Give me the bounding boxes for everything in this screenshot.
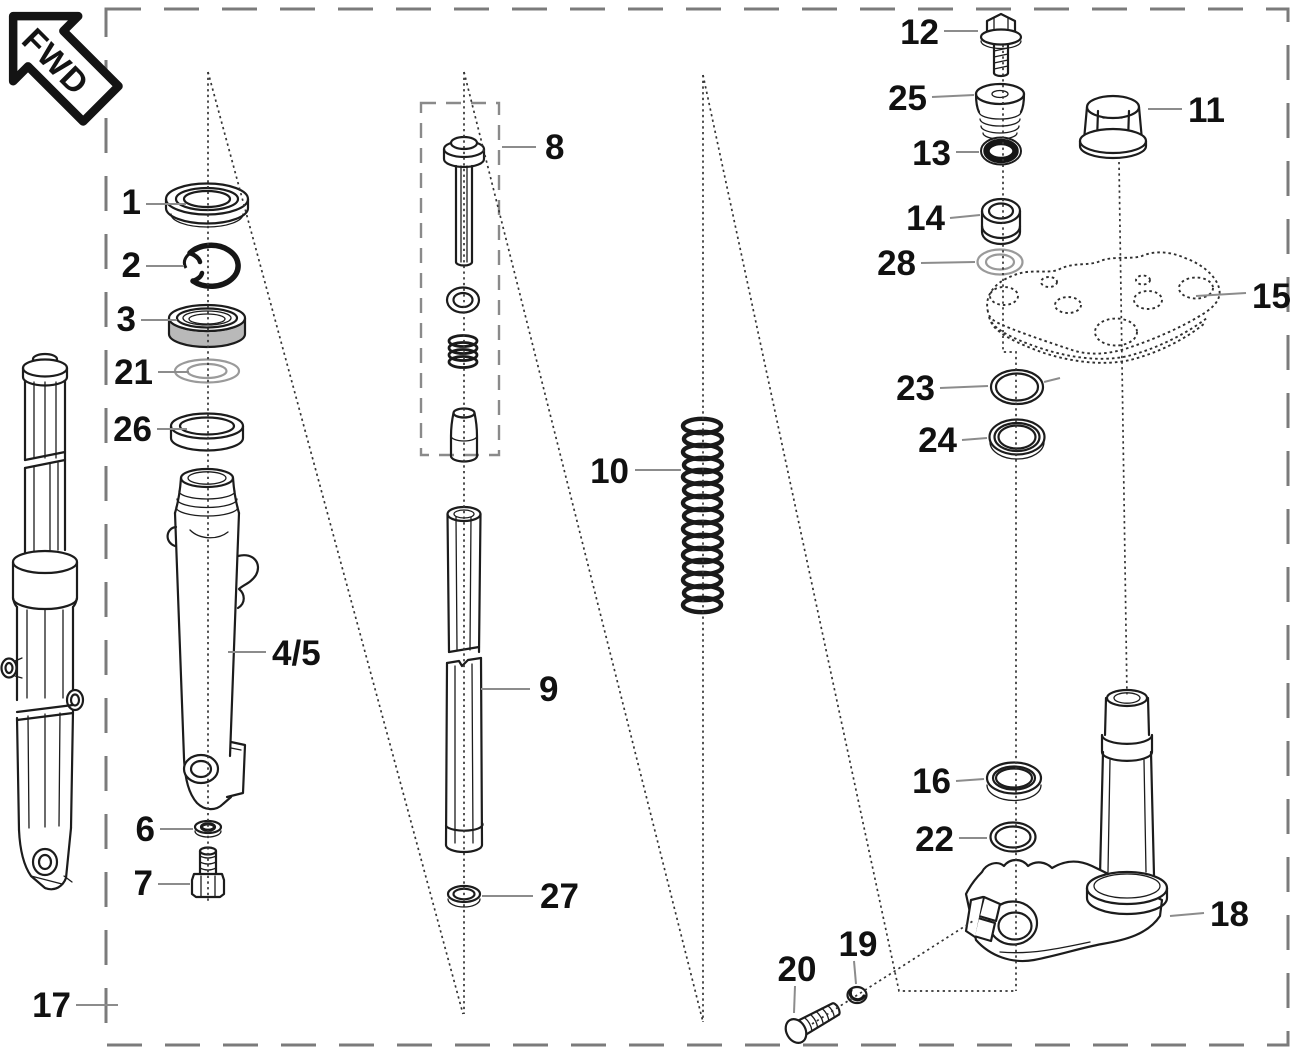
callout-label-13: 13	[912, 134, 951, 173]
callout-label-4-5: 4/5	[272, 634, 321, 673]
part-11-cap-nut	[1078, 94, 1148, 160]
callout-label-10: 10	[590, 452, 629, 491]
callout-13: 13	[912, 134, 979, 173]
assembled-fork-illustration	[0, 352, 85, 891]
callout-1: 1	[122, 183, 186, 222]
part-24-ring	[988, 418, 1046, 460]
callout-2: 2	[122, 246, 184, 285]
part-2-snap-ring	[182, 242, 241, 290]
callout-19: 19	[839, 925, 878, 985]
callout-label-15: 15	[1252, 277, 1291, 316]
callout-label-27: 27	[540, 877, 579, 916]
callout-7: 7	[134, 864, 190, 903]
callouts: 1 2 3 21 26 4/5 6 7 8 9 27 10 12 25 13 1…	[32, 13, 1291, 1025]
callout-label-22: 22	[915, 820, 954, 859]
callout-12: 12	[900, 13, 978, 52]
callout-label-24: 24	[918, 421, 957, 460]
callout-23: 23	[896, 369, 1061, 408]
callout-3: 3	[117, 300, 177, 339]
callout-label-25: 25	[888, 79, 927, 118]
part-28-washer	[976, 248, 1024, 276]
part-16-bushing	[985, 761, 1043, 802]
callout-label-1: 1	[122, 183, 141, 222]
callout-label-23: 23	[896, 369, 935, 408]
part-6-washer	[193, 819, 223, 838]
part-3-oil-seal	[167, 303, 247, 349]
callout-9: 9	[481, 670, 558, 709]
callout-25: 25	[888, 79, 975, 118]
part-13-o-ring	[980, 136, 1022, 166]
callout-label-28: 28	[877, 244, 916, 283]
callout-4-5: 4/5	[228, 634, 321, 673]
part-20-bolt	[784, 1002, 841, 1044]
callout-label-9: 9	[539, 670, 558, 709]
callout-6: 6	[136, 810, 193, 849]
callout-20: 20	[778, 950, 817, 1014]
callout-label-20: 20	[778, 950, 817, 989]
assembly-centerlines	[207, 45, 1128, 1025]
fwd-badge: FWD	[8, 11, 123, 126]
callout-label-12: 12	[900, 13, 939, 52]
callout-22: 22	[915, 820, 987, 859]
part-1-dust-seal	[164, 182, 250, 228]
callout-8: 8	[502, 128, 564, 167]
callout-label-16: 16	[912, 762, 951, 801]
callout-label-6: 6	[136, 810, 155, 849]
part-12-bolt	[979, 12, 1023, 78]
part-9-inner-tube	[444, 505, 484, 854]
callout-label-14: 14	[906, 199, 945, 238]
part-18-lower-bracket	[964, 688, 1169, 963]
callout-26: 26	[113, 410, 187, 449]
part-4-5-outer-tube	[166, 467, 260, 811]
part-8-group-dashed-box	[419, 101, 501, 457]
part-14-collar	[980, 197, 1022, 246]
callout-27: 27	[482, 877, 579, 916]
callout-28: 28	[877, 244, 976, 283]
fwd-arrow-icon	[8, 11, 123, 126]
callout-21: 21	[114, 353, 189, 392]
callout-14: 14	[906, 199, 981, 238]
callout-label-19: 19	[839, 925, 878, 964]
callout-label-17: 17	[32, 986, 71, 1025]
callout-label-2: 2	[122, 246, 141, 285]
part-8-damper-rod-set	[442, 135, 486, 463]
callout-11: 11	[1148, 91, 1225, 130]
part-26-bushing	[169, 412, 245, 452]
part-22-o-ring	[989, 821, 1037, 853]
callout-label-21: 21	[114, 353, 153, 392]
callout-16: 16	[912, 762, 985, 801]
callout-label-3: 3	[117, 300, 136, 339]
callout-18: 18	[1169, 895, 1249, 934]
part-15-upper-bracket	[986, 251, 1221, 364]
callout-24: 24	[918, 421, 988, 460]
callout-10: 10	[590, 452, 681, 491]
callout-label-26: 26	[113, 410, 152, 449]
callout-17: 17	[32, 986, 118, 1025]
callout-label-7: 7	[134, 864, 153, 903]
part-23-ring	[989, 368, 1045, 406]
callout-label-11: 11	[1188, 91, 1225, 130]
part-25-plug	[974, 82, 1026, 140]
assembly-boundary-dashed-border	[104, 7, 1290, 1047]
callout-15: 15	[1195, 277, 1291, 316]
callout-label-18: 18	[1210, 895, 1249, 934]
callout-label-8: 8	[545, 128, 564, 167]
